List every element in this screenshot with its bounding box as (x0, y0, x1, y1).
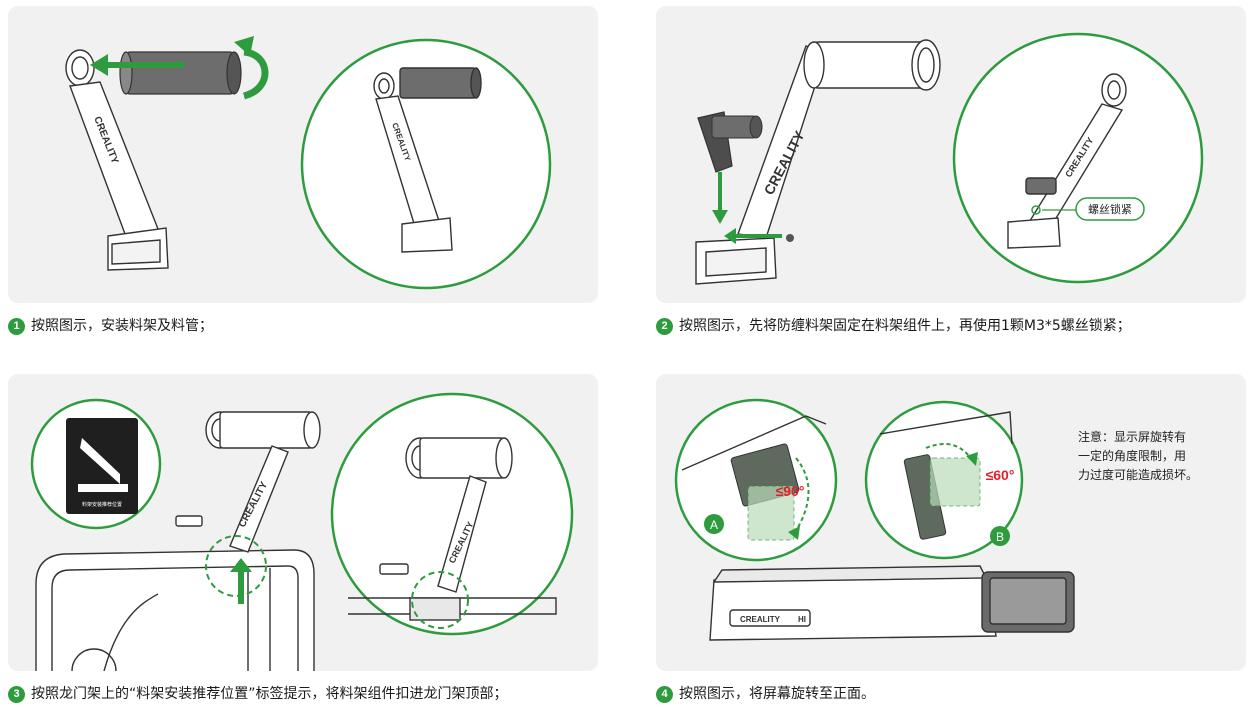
marker-a-text: A (710, 518, 718, 532)
step-1-number-badge: 1 (8, 317, 25, 335)
screw-arrow-icon (736, 234, 782, 238)
step-3-number-badge: 3 (8, 685, 25, 703)
up-arrow-icon (238, 570, 244, 604)
spool-tube (119, 51, 242, 95)
step-4-text: 按照图示，将屏幕旋转至正面。 (679, 686, 875, 702)
step-3-caption: 3 按照龙门架上的“料架安装推荐位置”标签提示，将料架组件扣进龙门架顶部； (8, 685, 508, 703)
note-line-3: 力过度可能造成损坏。 (1078, 468, 1199, 482)
marker-a-badge (704, 514, 724, 534)
screw-icon (786, 234, 794, 242)
step-1-zoom-circle (300, 38, 552, 290)
printer-base (709, 565, 1075, 641)
printer-brand-text: CREALITY (740, 615, 781, 624)
assembled-arm (348, 437, 557, 621)
insert-arrow-icon (90, 54, 184, 76)
step-2-text: 按照图示，先将防缠料架固定在料架组件上，再使用1颗M3*5螺丝锁紧； (679, 318, 1131, 334)
step-1-caption: 1 按照图示，安装料架及料管； (8, 317, 213, 335)
step-1-text: 按照图示，安装料架及料管； (31, 318, 213, 334)
step-2-illustration-panel: CREALITY CREALITY 螺丝锁紧 (656, 6, 1246, 303)
printer-model-text: HI (798, 615, 806, 624)
step-2-caption: 2 按照图示，先将防缠料架固定在料架组件上，再使用1颗M3*5螺丝锁紧； (656, 317, 1131, 335)
note-line-2: 一定的角度限制，用 (1078, 449, 1187, 463)
step-4-illustration-panel: CREALITY HI ≤90° A ≤60° B 注意：显示屏旋转有 一定的角… (656, 374, 1246, 671)
down-arrow-icon (718, 172, 722, 212)
step-3-illustration-panel: 料架安装推荐位置 CREALITY CREALITY (8, 374, 598, 671)
spool-holder-arm (695, 39, 941, 285)
gantry-frame (35, 549, 315, 671)
assembled-arm (1007, 73, 1127, 249)
spool-holder-arm (175, 411, 321, 553)
marker-b-text: B (996, 530, 1004, 544)
anti-tangle-bracket (697, 111, 763, 173)
sticker-text: 料架安装推荐位置 (82, 501, 122, 508)
assembled-arm (373, 67, 482, 253)
screen-rotation-note: 注意：显示屏旋转有 一定的角度限制，用 力过度可能造成损坏。 (1078, 428, 1228, 485)
step-3-illustration: 料架安装推荐位置 CREALITY CREALITY (30, 392, 574, 671)
step-4-number-badge: 4 (656, 685, 673, 703)
step-1-illustration-panel: CREALITY CREALITY (8, 6, 598, 303)
rotate-arrow-icon (242, 48, 269, 100)
step-4-caption: 4 按照图示，将屏幕旋转至正面。 (656, 685, 875, 703)
spool-holder-arm (65, 49, 169, 271)
step-1-illustration: CREALITY CREALITY (65, 36, 552, 290)
clip-highlight-circle (205, 535, 267, 597)
screen-rotation-b (879, 411, 1013, 540)
screen-rotation-a (681, 415, 827, 541)
step-2-illustration: CREALITY CREALITY 螺丝锁紧 (695, 32, 1204, 285)
note-line-1: 注意：显示屏旋转有 (1078, 430, 1187, 444)
screw-callout-badge (1075, 197, 1145, 221)
screw-callout-text: 螺丝锁紧 (1088, 202, 1132, 216)
step-2-number-badge: 2 (656, 317, 673, 335)
step-4-illustration: CREALITY HI ≤90° A ≤60° B (674, 398, 1075, 641)
angle-a-label: ≤90° (776, 483, 805, 499)
marker-b-badge (990, 526, 1010, 546)
angle-b-label: ≤60° (986, 467, 1015, 483)
step-3-text: 按照龙门架上的“料架安装推荐位置”标签提示，将料架组件扣进龙门架顶部； (31, 686, 508, 702)
